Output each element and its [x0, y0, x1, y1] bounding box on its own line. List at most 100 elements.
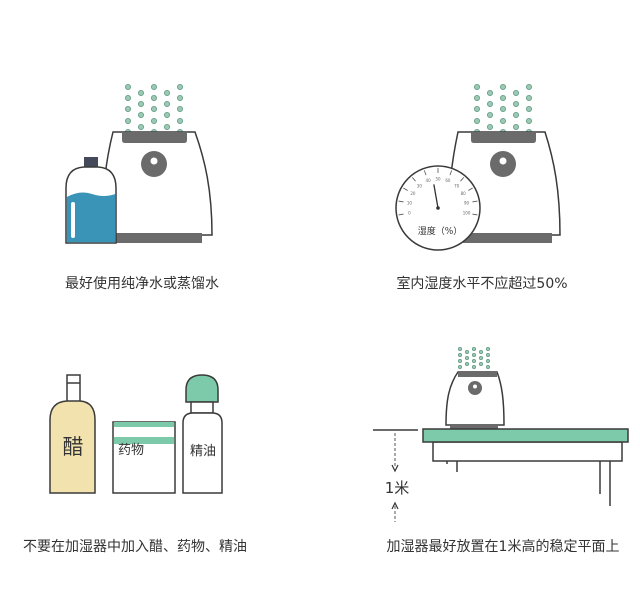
mist-dot	[478, 355, 483, 360]
mist-dot	[473, 118, 480, 125]
mist-dots	[457, 346, 490, 369]
mist-dot	[486, 90, 493, 97]
gauge-tick	[398, 200, 404, 203]
mist-dot	[499, 84, 506, 91]
panel-placement: 1米 加湿器最好放置在1米高的稳定平面上	[373, 346, 629, 555]
gauge-tick	[403, 187, 408, 191]
humidifier-base	[450, 424, 498, 430]
mist-dot	[478, 361, 483, 366]
humidifier-base	[463, 233, 552, 243]
gauge-tick-label: 100	[463, 211, 471, 216]
gauge-tick-label: 90	[464, 200, 470, 205]
mist-dots	[125, 84, 183, 135]
mist-dot	[137, 124, 144, 131]
essential-oil-bottle-icon: 精油	[182, 374, 223, 494]
gauge-tick-label: 80	[461, 191, 467, 196]
humidifier-body	[101, 131, 213, 236]
mist-dot	[137, 101, 144, 108]
humidifier-base	[115, 233, 202, 243]
table-icon	[422, 428, 629, 506]
mist-dots	[473, 84, 533, 135]
mist-dot	[526, 118, 533, 125]
caption-placement: 加湿器最好放置在1米高的稳定平面上	[387, 538, 620, 555]
mist-dot	[125, 84, 132, 91]
knob-highlight	[150, 157, 158, 165]
mist-dot	[499, 106, 506, 113]
mist-dot	[485, 352, 490, 357]
mist-dot	[163, 112, 170, 119]
mist-outlet	[122, 132, 187, 143]
mist-dot	[150, 106, 157, 113]
gauge-tick-label: 50	[435, 177, 441, 182]
mist-dot	[125, 118, 132, 125]
mist-dot	[499, 118, 506, 125]
gauge-tick-label: 0	[408, 211, 411, 216]
gauge-tick	[460, 177, 465, 182]
gauge-tick	[411, 177, 416, 182]
caption-pure-water: 最好使用纯净水或蒸馏水	[65, 275, 219, 292]
mist-dot	[471, 358, 476, 363]
mist-dot	[457, 364, 462, 369]
water-bottle-icon	[65, 157, 117, 244]
mist-dot	[473, 106, 480, 113]
mist-dot	[150, 118, 157, 125]
gauge-tick-label: 10	[407, 200, 413, 205]
gauge-tick-label: 70	[454, 183, 460, 188]
gauge-tick	[468, 187, 473, 191]
gauge-tick-label: 60	[445, 178, 451, 183]
gauge-tick	[472, 213, 478, 216]
mist-dot	[486, 124, 493, 131]
mist-dot	[499, 95, 506, 102]
mist-dot	[471, 364, 476, 369]
mist-dot	[176, 84, 183, 91]
mist-dot	[137, 112, 144, 119]
mist-dot	[457, 358, 462, 363]
mist-dot	[457, 352, 462, 357]
mist-dot	[513, 90, 520, 97]
mist-dot	[150, 84, 157, 91]
gauge-tick	[449, 170, 453, 176]
height-arrow	[391, 433, 399, 522]
height-label: 1米	[385, 479, 410, 497]
mist-dot	[485, 364, 490, 369]
gauge-tick-label: 20	[410, 191, 416, 196]
mist-dot	[473, 95, 480, 102]
essential-oil-label: 精油	[190, 444, 216, 459]
mist-dot	[150, 95, 157, 102]
mist-dot	[526, 95, 533, 102]
mist-dot	[464, 349, 469, 354]
mist-dot	[163, 124, 170, 131]
gauge-title: 湿度（%）	[418, 225, 463, 237]
gauge-tick	[398, 213, 404, 216]
gauge-tick	[423, 170, 427, 176]
mist-dot	[137, 90, 144, 97]
knob-highlight	[499, 157, 507, 165]
medicine-box-icon: 药物	[112, 421, 176, 494]
mist-dot	[485, 358, 490, 363]
mist-dot	[473, 84, 480, 91]
vinegar-bottle-icon: 醋	[49, 374, 96, 494]
mist-dot	[471, 352, 476, 357]
caption-humidity-limit: 室内湿度水平不应超过50%	[396, 275, 567, 292]
mist-dot	[176, 118, 183, 125]
caption-no-additives: 不要在加湿器中加入醋、药物、精油	[23, 539, 247, 555]
mist-dot	[485, 346, 490, 351]
gauge-tick	[472, 200, 478, 203]
mist-dot	[176, 106, 183, 113]
mist-outlet	[458, 372, 497, 377]
mist-dot	[478, 349, 483, 354]
mist-dot	[464, 361, 469, 366]
gauge-tick-label: 40	[426, 178, 432, 183]
gauge-needle	[433, 184, 439, 209]
mist-dot	[464, 355, 469, 360]
gauge-tick-label: 30	[417, 183, 423, 188]
panel-pure-water: 最好使用纯净水或蒸馏水	[65, 84, 219, 292]
vinegar-label: 醋	[63, 435, 84, 459]
mist-dot	[163, 101, 170, 108]
mist-dot	[471, 346, 476, 351]
mist-dot	[163, 90, 170, 97]
